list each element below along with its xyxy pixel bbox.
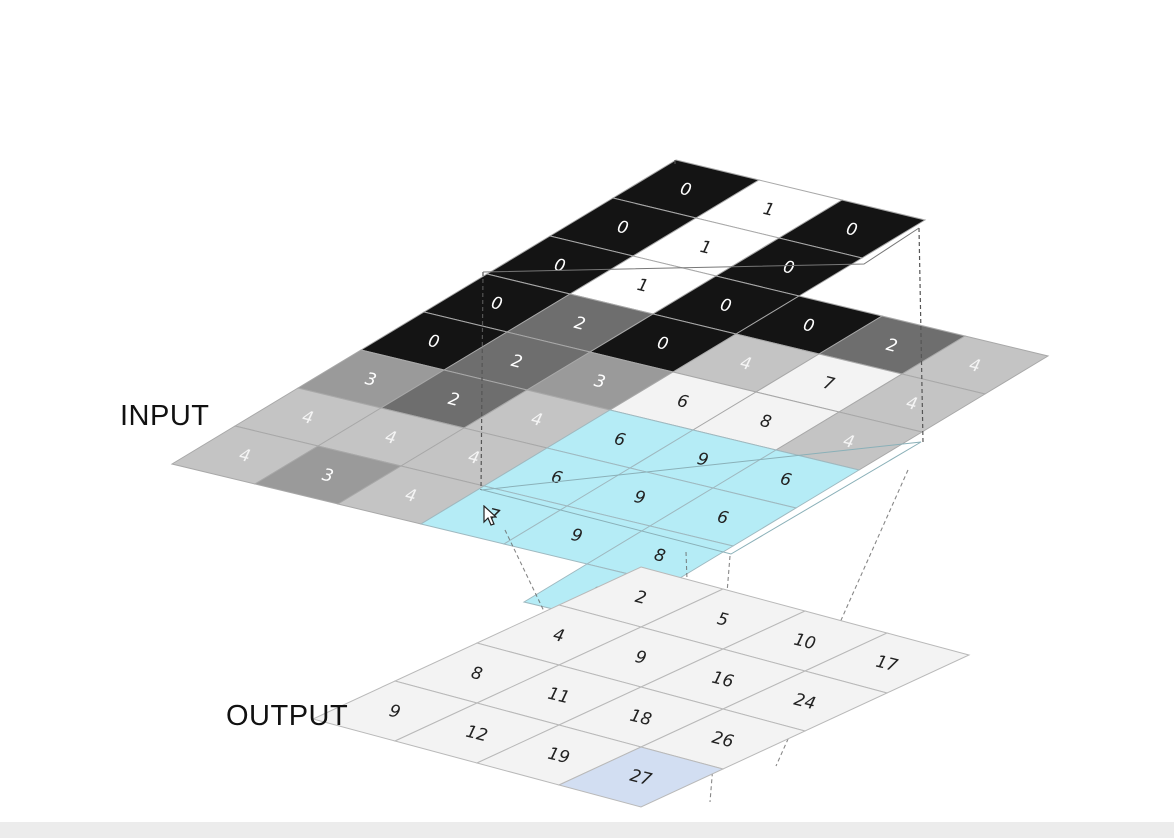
input-cell-value: 0 — [489, 293, 504, 315]
input-label: INPUT — [120, 400, 210, 432]
output-cell-value: 8 — [469, 663, 485, 685]
input-cell-value: 9 — [569, 525, 584, 547]
input-cell-value: 6 — [675, 391, 691, 413]
input-cell-value: 4 — [300, 407, 315, 429]
input-cell-value: 0 — [552, 255, 567, 277]
input-cell-value: 4 — [529, 409, 544, 431]
input-cell-value: 4 — [466, 447, 481, 469]
input-cell: 0 — [588, 313, 738, 373]
input-cell-value: 3 — [320, 465, 335, 487]
input-cell-value: 1 — [761, 199, 776, 221]
output-cell-highlighted: 27 — [557, 746, 725, 808]
projection-line — [775, 469, 909, 767]
input-cell-value: 6 — [549, 467, 565, 489]
input-cell-value: 6 — [715, 507, 731, 529]
output-cell-value: 2 — [633, 587, 648, 609]
input-cell-value: 4 — [738, 353, 753, 375]
output-cell-value: 5 — [715, 609, 730, 631]
input-cell-value: 0 — [781, 257, 796, 279]
output-label: OUTPUT — [226, 700, 349, 732]
output-cell: 19 — [475, 724, 643, 786]
input-cell-value: 2 — [446, 389, 461, 411]
input-cell-value: 7 — [821, 373, 837, 395]
input-cell-value: 4 — [904, 393, 919, 415]
input-cell-value: 1 — [635, 275, 650, 297]
output-cell-value: 4 — [551, 625, 566, 647]
window-edge-line — [918, 227, 924, 443]
output-cell: 24 — [721, 670, 889, 732]
input-plane: 0100100100240204740236843246964446964347… — [170, 159, 1050, 623]
input-cell-value: 4 — [403, 485, 418, 507]
input-cell: 3 — [296, 349, 446, 409]
output-cell-value: 9 — [387, 701, 402, 723]
input-cell-value: 6 — [612, 429, 628, 451]
output-cell: 16 — [639, 648, 807, 710]
output-cell: 26 — [639, 708, 807, 770]
input-cell-value: 3 — [592, 371, 607, 393]
output-cell: 17 — [803, 632, 971, 694]
input-cell-value: 2 — [509, 351, 524, 373]
input-cell-value: 1 — [698, 237, 713, 259]
input-cell-value: 0 — [844, 219, 859, 241]
input-cell: 0 — [359, 311, 509, 371]
input-cell: 4 — [170, 425, 320, 485]
input-cell-value: 4 — [967, 355, 982, 377]
input-cell: 8 — [585, 525, 735, 585]
input-cell-value: 4 — [383, 427, 398, 449]
window-edge-line — [480, 271, 484, 491]
mouse-pointer-icon — [483, 505, 497, 526]
input-cell-value: 9 — [632, 487, 647, 509]
window-top-edge — [482, 227, 920, 273]
input-cell: 8 — [691, 391, 841, 451]
window-outline — [480, 441, 922, 555]
input-cell-value: 2 — [572, 313, 587, 335]
input-cell-value: 0 — [801, 315, 816, 337]
input-cell-value: 0 — [678, 179, 693, 201]
output-cell: 10 — [721, 610, 889, 672]
input-cell-value: 4 — [841, 431, 856, 453]
input-cell-value: 0 — [615, 217, 630, 239]
input-cell-value: 0 — [718, 295, 733, 317]
output-cell-value: 9 — [633, 647, 648, 669]
input-cell-value: 6 — [778, 469, 794, 491]
output-cell: 11 — [475, 664, 643, 726]
input-cell: 0 — [714, 237, 864, 297]
input-cell-value: 3 — [363, 369, 378, 391]
input-cell-value: 0 — [655, 333, 670, 355]
input-cell-value: 0 — [426, 331, 441, 353]
input-cell: 0 — [611, 159, 761, 219]
bottom-bar — [0, 822, 1174, 838]
input-cell: 4 — [233, 387, 383, 447]
input-cell: 9 — [565, 467, 715, 527]
input-cell-value: 4 — [237, 445, 252, 467]
input-cell-value: 2 — [884, 335, 899, 357]
input-cell: 6 — [711, 449, 861, 509]
input-cell-value: 8 — [758, 411, 774, 433]
input-cell-value: 8 — [652, 545, 668, 567]
